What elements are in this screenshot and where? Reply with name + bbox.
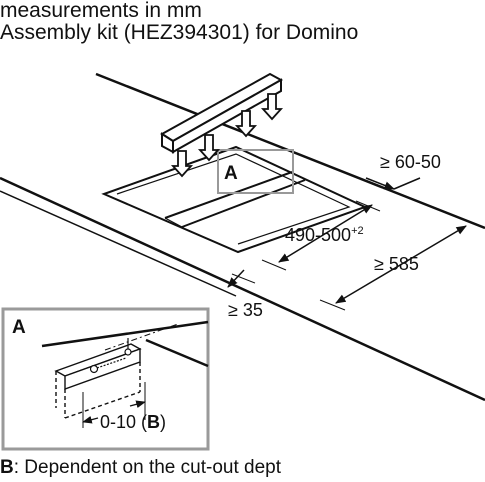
dim-depth-range-ext <box>393 177 421 190</box>
divider-bar-back <box>181 179 306 228</box>
inset-worktop-top-edge <box>41 320 209 348</box>
inset-offset-dimension <box>82 382 146 428</box>
inset-offset-label: 0-10 (B) <box>100 412 166 432</box>
arrow-down-4 <box>260 93 284 121</box>
dim-cutout-width: 490-500+2 <box>285 225 364 245</box>
screw-icon <box>89 338 132 374</box>
dim-cutout-width-line <box>278 204 373 263</box>
divider-bar-end <box>164 217 183 228</box>
detail-inset-title: A <box>12 317 26 338</box>
detail-inset-a: A 0-10 (B) <box>1 307 210 451</box>
dim-min-edge-line <box>227 269 245 288</box>
dim-cutout-width-value: 490-500 <box>285 225 351 245</box>
inset-bar-profile <box>54 343 142 419</box>
footer-note: B: Dependent on the cut-out dept <box>0 457 281 479</box>
heading-assembly-kit: Assembly kit (HEZ394301) for Domino <box>0 21 359 44</box>
dim-min-depth-ext <box>319 299 346 311</box>
divider-bar-front <box>164 171 293 219</box>
insertion-arrows <box>170 93 284 178</box>
dim-cutout-width-ext-a <box>261 259 287 271</box>
dim-min-edge: ≥ 35 <box>228 300 263 320</box>
worktop-front-edge-lower <box>0 190 237 297</box>
inset-offset-value: 0-10 ( <box>100 412 147 432</box>
dimension-lines <box>227 177 467 311</box>
worktop-front-edge <box>0 176 485 402</box>
detail-box-a <box>217 149 294 194</box>
arrow-down-1 <box>170 150 194 178</box>
dim-min-edge-ext <box>231 273 256 284</box>
dim-cutout-width-tolerance: +2 <box>351 225 364 237</box>
dim-min-depth-line <box>335 225 467 304</box>
inset-centerline <box>104 323 179 351</box>
mounting-bar <box>160 72 284 154</box>
arrow-down-3 <box>234 110 258 138</box>
detail-marker-a: A <box>224 163 238 184</box>
detail-inset-frame <box>1 307 210 451</box>
dim-depth-range: ≥ 60-50 <box>380 152 441 172</box>
heading-units: measurements in mm <box>0 0 202 22</box>
footer-text: : Dependent on the cut-out dept <box>13 457 281 478</box>
dim-cutout-width-ext-b <box>355 200 381 212</box>
inset-worktop-edge <box>145 338 209 368</box>
inset-offset-close: ) <box>160 412 166 432</box>
inset-offset-ref: B <box>147 412 160 432</box>
dim-min-depth: ≥ 585 <box>374 254 419 274</box>
footer-key: B <box>0 457 14 478</box>
dim-depth-range-line <box>365 177 395 190</box>
arrow-down-2 <box>197 134 221 162</box>
